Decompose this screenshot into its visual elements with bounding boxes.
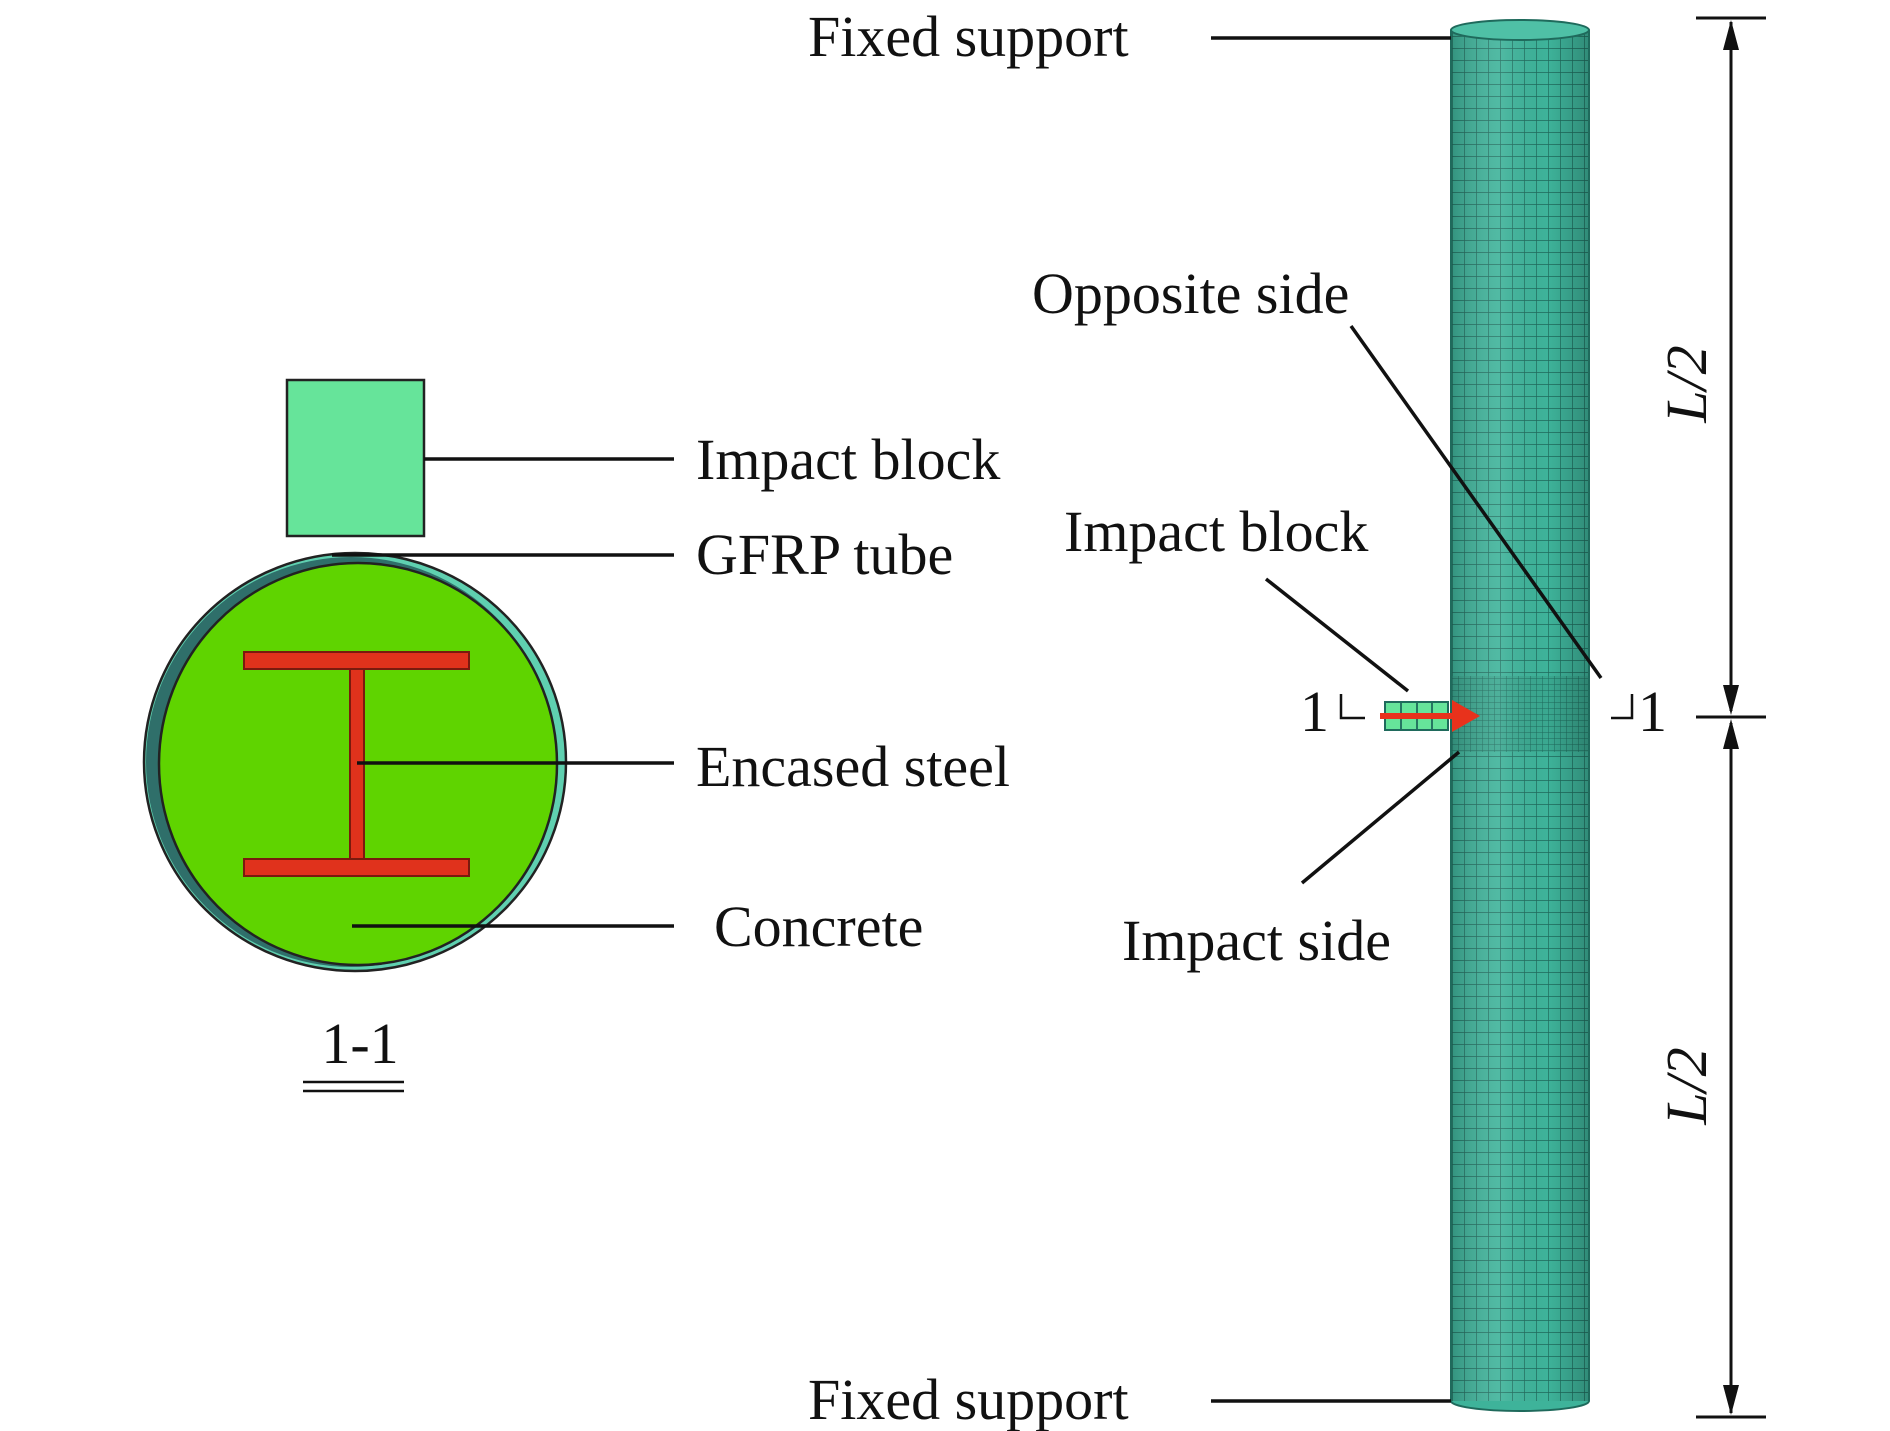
label-impact-block-column: Impact block (1064, 499, 1368, 564)
label-impact-block-section: Impact block (696, 427, 1000, 492)
label-encased-steel: Encased steel (696, 734, 1010, 799)
impact-block-section (285, 378, 426, 538)
dim-label-lower: L/2 (1654, 1047, 1719, 1125)
leader-impact-block-column (1264, 577, 1410, 693)
section-mark-left-label: 1 (1300, 679, 1329, 744)
section-mark-right-label: 1 (1638, 679, 1667, 744)
encased-steel-i-beam (243, 651, 470, 877)
label-gfrp-tube: GFRP tube (696, 522, 953, 587)
impact-direction-arrow (1380, 700, 1480, 732)
cross-section-1-1: Impact block GFRP tube Encased steel Con… (142, 378, 1010, 1093)
dim-arrow-lower-bottom (1723, 1385, 1739, 1415)
dimension-lines: L/2 L/2 (1654, 16, 1766, 1419)
column-top-cap (1450, 19, 1590, 41)
section-title: 1-1 (321, 1011, 398, 1076)
section-mark-left (1339, 694, 1365, 720)
leader-opposite-side (1349, 324, 1603, 680)
column-bottom-edge (1450, 1400, 1590, 1412)
label-concrete: Concrete (714, 894, 923, 959)
label-opposite-side: Opposite side (1032, 261, 1349, 326)
label-fixed-support-top: Fixed support (808, 4, 1129, 69)
section-mark-right (1611, 694, 1634, 720)
dim-label-upper: L/2 (1654, 345, 1719, 423)
column-elevation: 1 1 Fixed support Fixed support Opposite… (808, 4, 1667, 1431)
leader-impact-side (1300, 750, 1461, 885)
steel-top-flange (243, 651, 470, 670)
dim-arrow-upper-top (1723, 20, 1739, 50)
label-impact-side: Impact side (1122, 908, 1391, 973)
label-fixed-support-bottom: Fixed support (808, 1367, 1129, 1431)
dim-arrow-lower-top (1723, 719, 1739, 749)
dim-arrow-upper-bottom (1723, 685, 1739, 715)
steel-bottom-flange (243, 858, 470, 877)
